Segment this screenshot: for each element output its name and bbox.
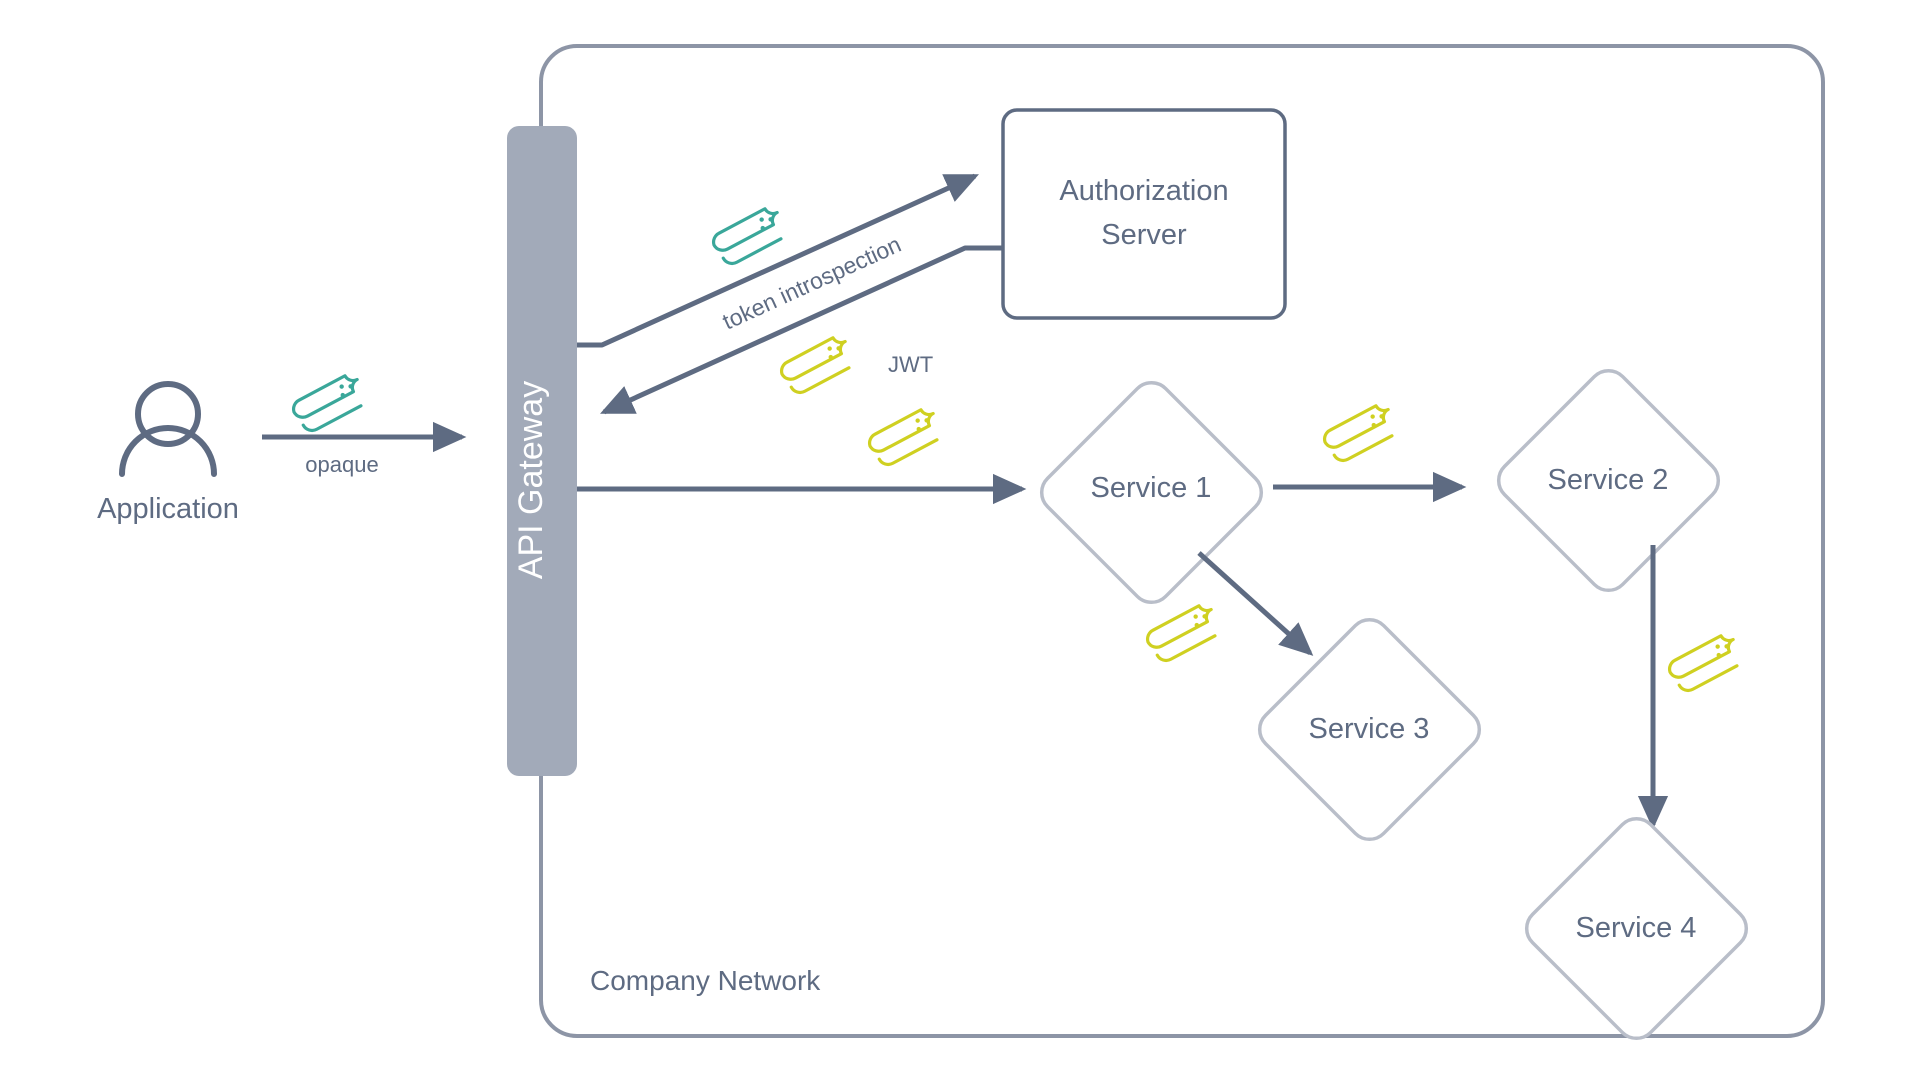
opaque-label: opaque xyxy=(305,452,378,477)
service-4-label: Service 4 xyxy=(1576,912,1697,944)
authorization-server-label-line1: Authorization xyxy=(1059,175,1228,207)
authorization-server-node: Authorization Server xyxy=(1001,108,1287,320)
api-gateway-label: API Gateway xyxy=(512,381,550,579)
token-jwt-service1-service2 xyxy=(1319,399,1402,467)
service-2-label: Service 2 xyxy=(1548,464,1669,496)
edge-service1-to-service3 xyxy=(1142,551,1314,667)
edge-gateway-to-service1 xyxy=(577,403,1027,505)
service-1-node: Service 1 xyxy=(1039,380,1264,605)
service-3-label: Service 3 xyxy=(1309,713,1430,745)
token-opaque-app xyxy=(288,369,371,437)
edge-gateway-to-auth-server: token introspection xyxy=(577,173,979,348)
application-label: Application xyxy=(97,493,239,525)
token-jwt-service2-service4 xyxy=(1664,629,1747,697)
service-2-node: Service 2 xyxy=(1496,368,1721,593)
company-network-label: Company Network xyxy=(590,965,821,996)
application-actor: Application xyxy=(97,381,239,525)
edge-application-to-gateway: opaque xyxy=(262,369,467,477)
token-jwt-legend xyxy=(776,331,859,399)
edge-service2-to-service4 xyxy=(1637,545,1747,830)
edge-service1-to-service2 xyxy=(1273,399,1467,503)
token-jwt-gateway-service1 xyxy=(864,403,947,471)
service-1-label: Service 1 xyxy=(1091,472,1212,504)
jwt-label: JWT xyxy=(888,352,933,377)
token-jwt-service1-service3 xyxy=(1142,599,1225,667)
service-4-node: Service 4 xyxy=(1524,816,1749,1041)
person-icon xyxy=(119,381,217,477)
api-gateway-node: API Gateway xyxy=(507,126,577,776)
authorization-server-label-line2: Server xyxy=(1101,219,1187,251)
edge-auth-server-to-gateway: JWT xyxy=(600,245,1003,415)
token-opaque-gateway xyxy=(708,202,791,270)
service-3-node: Service 3 xyxy=(1257,617,1482,842)
